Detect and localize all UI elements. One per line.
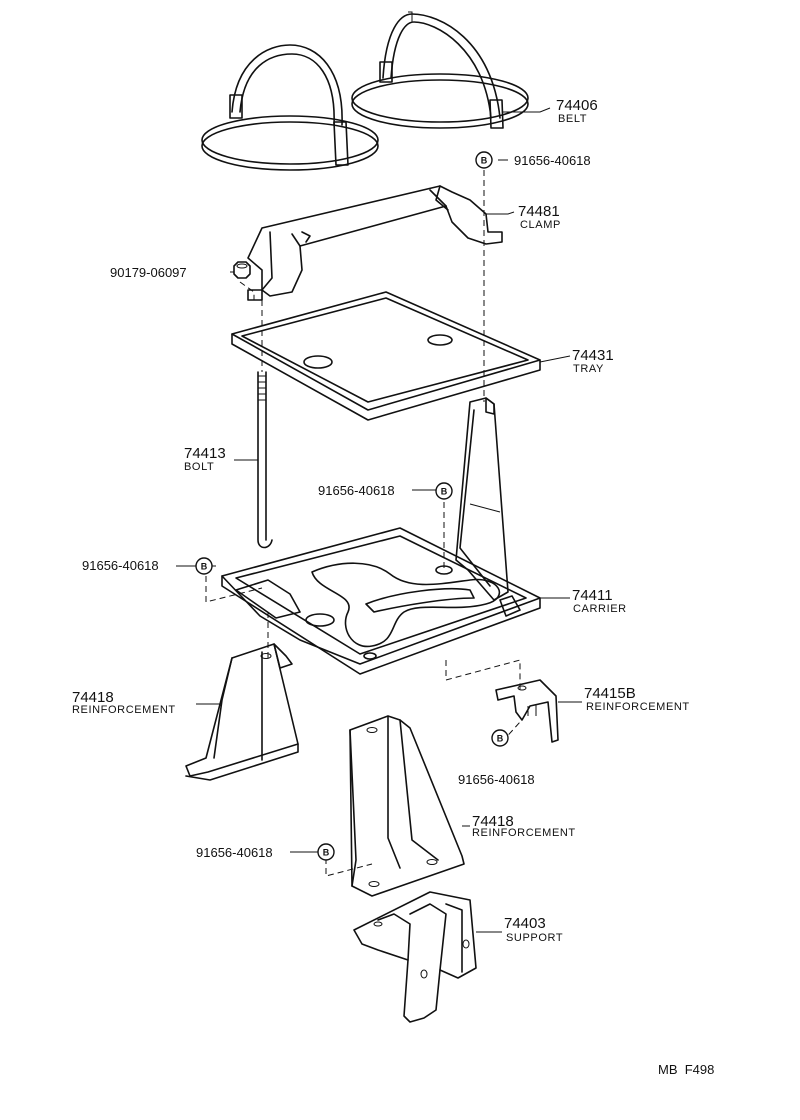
badge-letter: B: [441, 487, 448, 497]
nut-ref: 90179-06097: [110, 265, 187, 280]
clamp-drawing: [247, 185, 503, 301]
carrier-part-name: CARRIER: [573, 603, 627, 615]
carrier-part-number: 74411: [572, 587, 613, 604]
reinforcement-lower-drawing: [349, 715, 465, 897]
bolt-left-ref: 91656-40618: [82, 558, 159, 573]
support-part-number: 74403: [504, 915, 546, 932]
assembly-lines: [205, 170, 521, 877]
bolt-part-name: BOLT: [184, 461, 214, 473]
tray-part-number: 74431: [572, 347, 614, 364]
reinforcement-left-drawing: [185, 643, 299, 781]
tray-drawing: [231, 291, 541, 421]
belt-part-number: 74406: [556, 97, 598, 114]
bolt-lower-ref: 91656-40618: [196, 845, 273, 860]
support-drawing: [353, 891, 477, 1023]
badge-bolt-mid: B: [435, 482, 453, 500]
bolt-mid-ref: 91656-40618: [318, 483, 395, 498]
reinforcement-left-part-name: REINFORCEMENT: [72, 704, 176, 716]
badge-bolt-right: B: [491, 729, 509, 747]
support-part-name: SUPPORT: [506, 932, 563, 944]
badge-letter: B: [481, 156, 488, 166]
reinforcement-right-part-number: 74415B: [584, 685, 636, 702]
leader-lines: [176, 107, 582, 933]
belt-drawing: [201, 11, 529, 171]
badge-letter: B: [201, 562, 208, 572]
belt-part-name: BELT: [558, 113, 587, 125]
clamp-part-name: CLAMP: [520, 219, 561, 231]
tray-part-name: TRAY: [573, 363, 604, 375]
badge-bolt-lower: B: [317, 843, 335, 861]
badge-letter: B: [497, 734, 504, 744]
reinforcement-right-part-name: REINFORCEMENT: [586, 701, 690, 713]
clamp-part-number: 74481: [518, 203, 560, 220]
reinforcement-left-part-number: 74418: [72, 689, 114, 706]
badge-letter: B: [323, 848, 330, 858]
reinforcement-lower-part-name: REINFORCEMENT: [472, 827, 576, 839]
figure-code: MB F498: [658, 1062, 714, 1077]
bolt-top-ref: 91656-40618: [514, 153, 591, 168]
badge-bolt-left: B: [195, 557, 213, 575]
bolt-right-ref: 91656-40618: [458, 772, 535, 787]
long-bolt-drawing: [257, 371, 273, 549]
reinforcement-right-drawing: [495, 679, 559, 743]
reinforcement-lower-part-number: 74418: [472, 813, 514, 830]
carrier-drawing: [221, 397, 541, 675]
badge-bolt-top: B: [475, 151, 493, 169]
nut-drawing: [233, 261, 251, 279]
bolt-part-number: 74413: [184, 445, 226, 462]
